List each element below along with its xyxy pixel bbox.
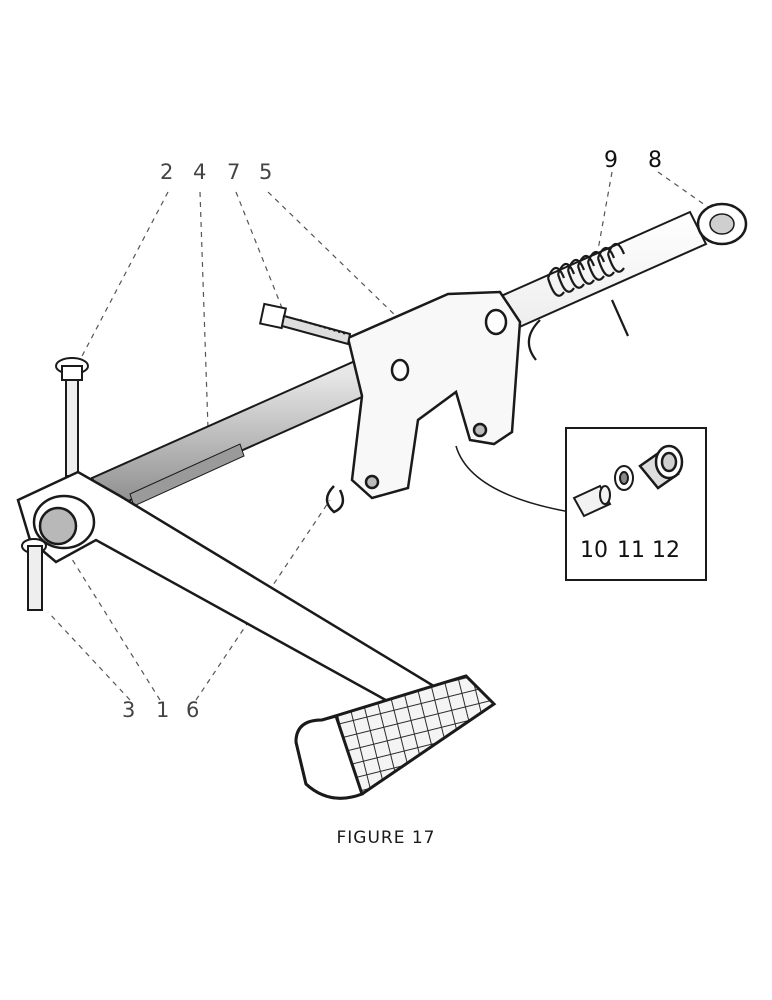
callout-8: 8: [648, 148, 662, 173]
pedal-pad: [294, 674, 497, 800]
leader-8: [657, 171, 713, 211]
leader-7: [235, 191, 283, 309]
callout-6: 6: [186, 698, 200, 722]
leader-4: [199, 191, 209, 429]
cable-to-inset: [455, 445, 571, 513]
figure-caption: FIGURE 17: [336, 828, 436, 848]
leader-1: [59, 539, 161, 701]
circlip: [325, 485, 345, 514]
leader-3: [47, 611, 131, 701]
callout-9: 9: [604, 148, 618, 173]
pinch-bolt-lower: [21, 538, 47, 611]
return-spring: [527, 242, 630, 361]
washer-11: [614, 465, 634, 491]
bush-12: [638, 444, 684, 490]
leader-2: [79, 191, 169, 361]
leader-5: [267, 191, 401, 321]
pedal-lever: [16, 470, 473, 732]
fork-bolt: [258, 302, 352, 346]
pin-10: [572, 484, 612, 518]
inset-box: [565, 427, 707, 581]
leader-lines: [47, 171, 713, 701]
clutch-fork: [346, 290, 522, 500]
callout-12: 12: [652, 538, 680, 563]
callout-11: 11: [617, 538, 645, 563]
callout-1: 1: [156, 698, 170, 722]
callout-7: 7: [227, 160, 241, 184]
callout-5: 5: [259, 160, 273, 184]
callout-4: 4: [193, 160, 207, 184]
end-bush: [696, 202, 748, 246]
callout-3: 3: [122, 698, 136, 722]
callout-2: 2: [160, 160, 174, 184]
callout-10: 10: [580, 538, 608, 563]
leader-9: [597, 171, 613, 251]
pinch-bolt-upper: [55, 357, 89, 477]
